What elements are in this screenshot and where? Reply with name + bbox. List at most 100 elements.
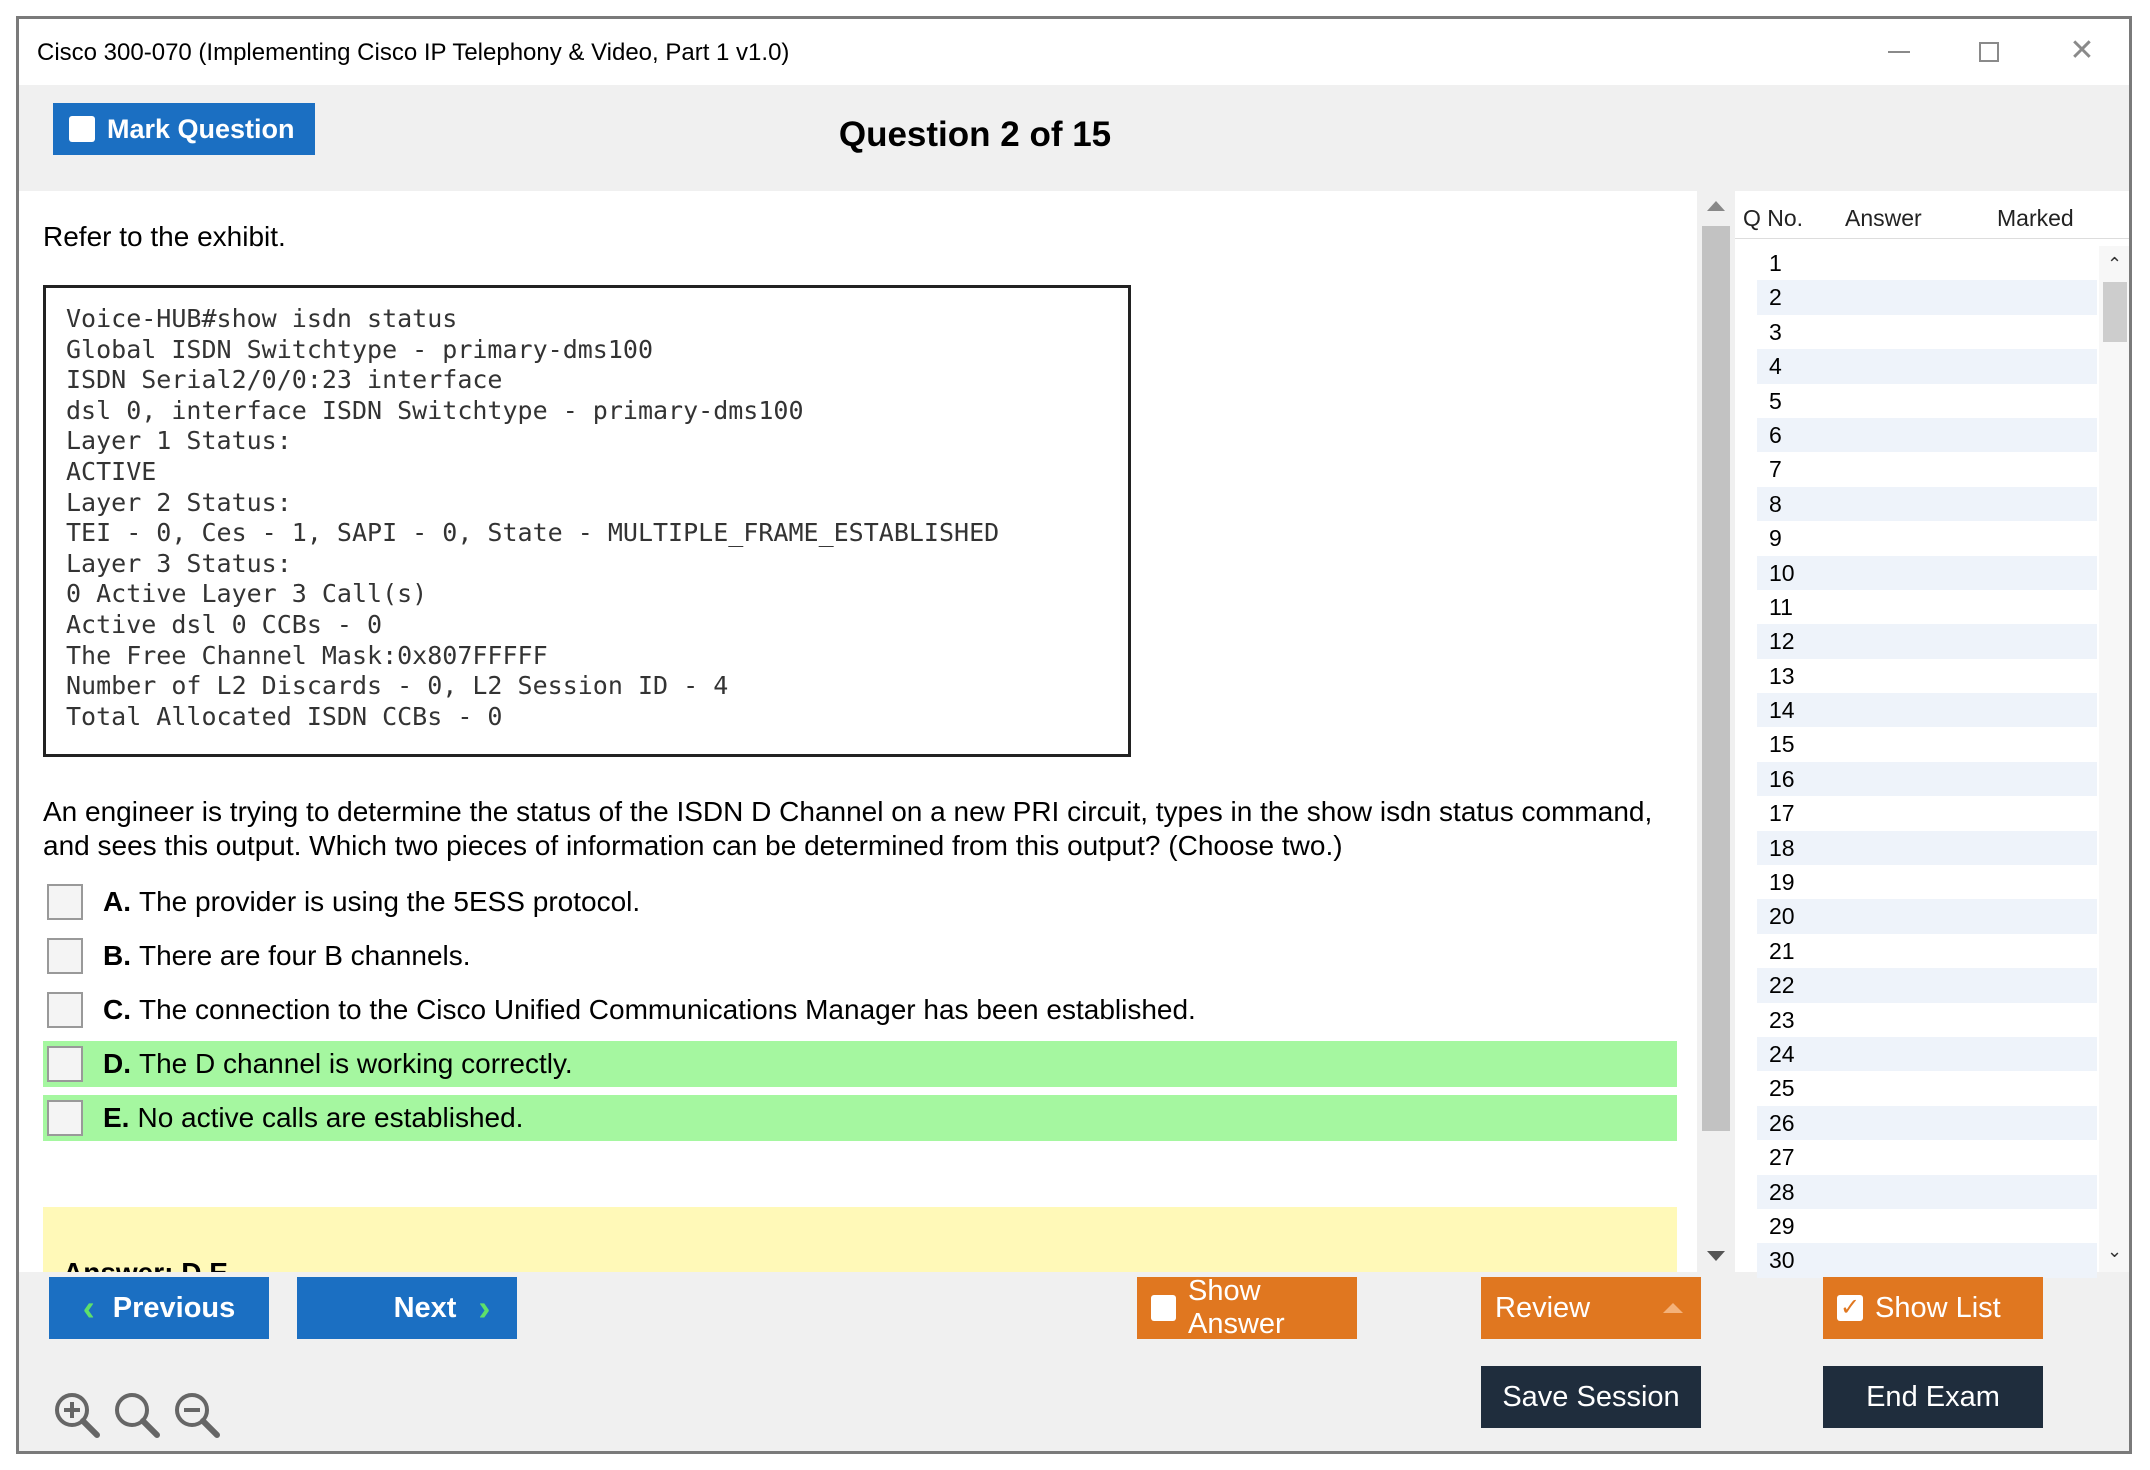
answer-column-header[interactable]: Answer [1845,205,1922,231]
option-d-checkbox[interactable] [47,1046,83,1082]
question-list-row[interactable]: 29 [1769,1212,1795,1239]
exhibit-box: Voice-HUB#show isdn status Global ISDN S… [43,285,1131,757]
show-list-button[interactable]: ✓ Show List [1823,1277,2043,1339]
title-bar: Cisco 300-070 (Implementing Cisco IP Tel… [19,19,2129,85]
question-list-row[interactable]: 25 [1769,1075,1795,1102]
option-letter: C. [103,994,131,1025]
mark-question-button[interactable]: Mark Question [53,103,315,155]
answer-text: Answer: D,E [63,1257,228,1272]
option-c[interactable]: C. The connection to the Cisco Unified C… [43,987,1677,1033]
question-list-row[interactable]: 4 [1757,349,2097,384]
question-list-row[interactable]: 20 [1757,899,2097,934]
maximize-button[interactable] [1954,27,2024,75]
option-e[interactable]: E. No active calls are established. [43,1095,1677,1141]
question-list-row[interactable]: 15 [1769,731,1795,758]
question-title: Question 2 of 15 [838,115,1112,154]
question-list-scrollbar[interactable]: ⌃ ⌄ [2099,246,2129,1272]
scroll-up-arrow-icon[interactable] [1707,201,1725,211]
previous-label: Previous [112,1291,236,1324]
option-b[interactable]: B. There are four B channels. [43,933,1677,979]
checkmark-icon: ✓ [1837,1295,1863,1321]
question-list-row[interactable]: 12 [1757,624,2097,659]
minimize-icon [1888,51,1910,54]
show-answer-label: Show Answer [1188,1275,1285,1340]
option-text: The connection to the Cisco Unified Comm… [139,994,1196,1025]
checkbox-icon [69,116,95,142]
next-label: Next [393,1291,457,1324]
question-list-row[interactable]: 27 [1769,1144,1795,1171]
checkbox-icon [1151,1295,1176,1321]
end-exam-button[interactable]: End Exam [1823,1366,2043,1428]
close-button[interactable]: ✕ [2047,27,2117,75]
question-list-row[interactable]: 16 [1757,761,2097,797]
option-b-checkbox[interactable] [47,938,83,974]
exam-window: Cisco 300-070 (Implementing Cisco IP Tel… [16,16,2132,1454]
exam-header: Mark Question Question 2 of 15 [19,85,2129,191]
previous-button[interactable]: ‹ Previous [49,1277,269,1339]
option-letter: E. [103,1102,130,1133]
option-letter: B. [103,940,131,971]
save-session-label: Save Session [1502,1380,1680,1413]
review-label: Review [1495,1291,1591,1324]
question-list-row[interactable]: 26 [1757,1105,2097,1141]
zoom-out-icon[interactable] [171,1389,223,1441]
show-list-label: Show List [1875,1291,2001,1324]
question-list-row[interactable]: 8 [1757,486,2097,522]
qno-column-header[interactable]: Q No. [1743,205,1804,231]
mark-question-label: Mark Question [107,113,295,144]
save-session-button[interactable]: Save Session [1481,1366,1701,1428]
question-list-row[interactable]: 28 [1757,1174,2097,1209]
option-letter: A. [103,886,131,917]
chevron-right-icon: › [478,1287,491,1328]
question-list-row[interactable]: 9 [1769,525,1782,552]
window-title: Cisco 300-070 (Implementing Cisco IP Tel… [37,39,790,66]
question-list-row[interactable]: 2 [1757,280,2097,315]
option-letter: D. [103,1048,131,1079]
question-list-row[interactable]: 1 [1769,250,1782,276]
question-scrollbar[interactable] [1697,191,1735,1272]
question-list-row[interactable]: 30 [1757,1243,2097,1278]
question-list-row[interactable]: 23 [1769,1006,1795,1033]
question-list-row[interactable]: 13 [1769,662,1795,689]
triangle-up-icon [1663,1303,1683,1313]
question-list-row[interactable]: 14 [1757,693,2097,728]
question-list-row[interactable]: 5 [1769,387,1782,414]
question-list-row[interactable]: 11 [1769,593,1793,620]
scroll-thumb[interactable] [1702,226,1730,1131]
question-list-row[interactable]: 10 [1757,555,2097,590]
chevron-down-icon[interactable]: ⌄ [2107,1241,2123,1261]
chevron-up-icon[interactable]: ⌃ [2107,254,2123,274]
option-d[interactable]: D. The D channel is working correctly. [43,1041,1677,1087]
minimize-button[interactable] [1864,27,1934,75]
show-answer-button[interactable]: Show Answer [1137,1275,1357,1340]
question-list-row[interactable]: 21 [1769,937,1795,964]
option-c-checkbox[interactable] [47,992,83,1028]
review-dropdown[interactable]: Review [1481,1277,1701,1339]
answer-box: Answer: D,E [43,1207,1677,1272]
end-exam-label: End Exam [1866,1380,2000,1413]
question-list-scroll-thumb[interactable] [2103,282,2127,342]
question-panel: Refer to the exhibit. Voice-HUB#show isd… [19,191,1697,1272]
scroll-down-arrow-icon[interactable] [1707,1251,1725,1261]
question-intro: Refer to the exhibit. [43,221,286,252]
question-list-row[interactable]: 19 [1769,869,1795,896]
option-text: The D channel is working correctly. [139,1048,573,1079]
question-list-row[interactable]: 17 [1769,800,1795,827]
zoom-reset-icon[interactable] [111,1389,163,1441]
question-list-row[interactable]: 6 [1757,417,2097,453]
next-button[interactable]: Next › [297,1277,517,1339]
question-list-row[interactable]: 3 [1769,318,1782,345]
marked-column-header[interactable]: Marked [1997,205,2074,231]
question-list-row[interactable]: 22 [1757,968,2097,1003]
close-icon: ✕ [2069,34,2095,67]
question-list-row[interactable]: 7 [1769,456,1782,483]
option-a[interactable]: A. The provider is using the 5ESS protoc… [43,879,1677,925]
question-list-row[interactable]: 18 [1757,830,2097,866]
question-list-header: Q No. Answer Marked [1735,191,2129,239]
question-list-row[interactable]: 24 [1757,1036,2097,1072]
option-e-checkbox[interactable] [47,1100,83,1136]
option-a-checkbox[interactable] [47,884,83,920]
zoom-in-icon[interactable] [51,1389,103,1441]
